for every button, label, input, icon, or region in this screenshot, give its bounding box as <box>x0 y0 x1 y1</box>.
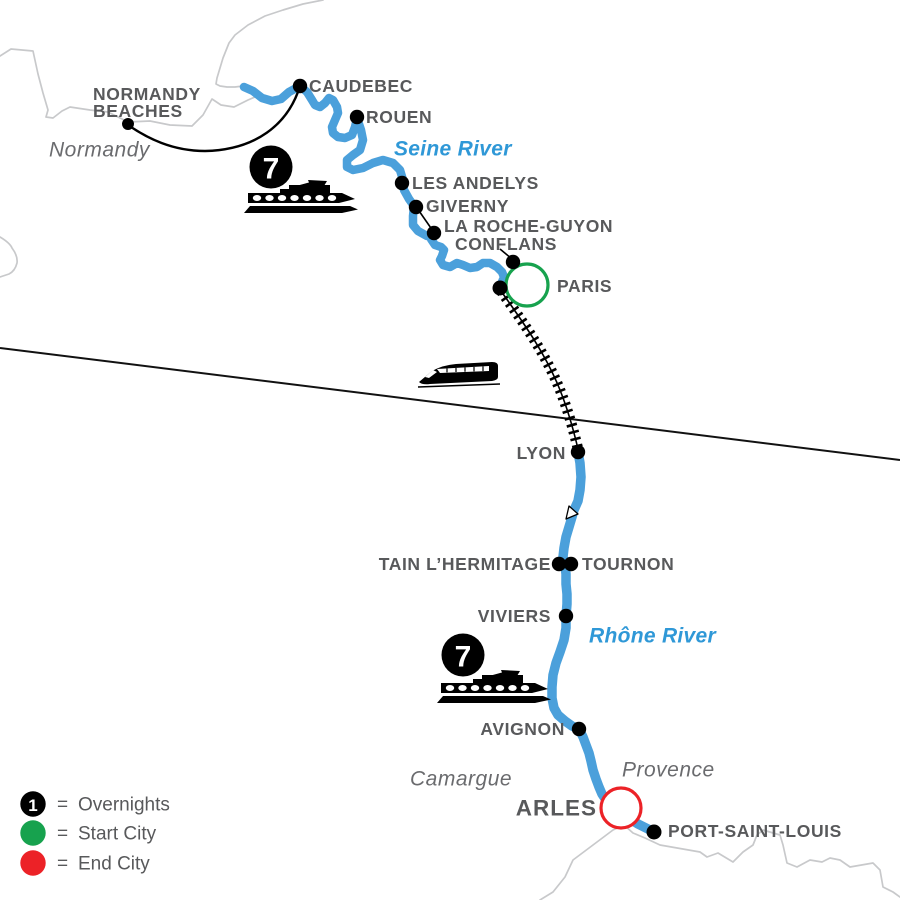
excursion-line-caudebec-beaches <box>127 85 302 153</box>
label-normandy-beaches-line2: BEACHES <box>93 101 183 121</box>
city-dots <box>122 78 662 840</box>
ship-icon-rhone: 7 <box>435 633 553 705</box>
dot-avignon <box>571 721 587 737</box>
coastline-mediterranean <box>539 824 900 900</box>
rhone-river-path <box>547 447 659 837</box>
label-caudebec: CAUDEBEC <box>309 76 413 96</box>
flow-arrow <box>565 505 579 520</box>
dot-rouen <box>349 109 365 125</box>
legend-start-city-dot <box>20 820 46 846</box>
seine-river-path <box>239 81 509 292</box>
dot-paris <box>492 280 508 296</box>
coastline-west-blob <box>0 236 18 278</box>
label-region-normandy: Normandy <box>49 139 151 162</box>
city-labels: CAUDEBEC ROUEN LES ANDELYS GIVERNY LA RO… <box>93 76 842 841</box>
label-region-provence: Provence <box>622 759 715 782</box>
label-seine-river: Seine River <box>394 138 513 161</box>
dot-giverny <box>408 199 424 215</box>
legend-overnights-label: Overnights <box>78 795 170 816</box>
nights-badge-rhone <box>441 633 485 677</box>
coastline-north <box>215 0 324 88</box>
legend-start-eq: = <box>57 824 68 845</box>
legend-overnights-badge <box>20 791 46 817</box>
dot-lyon <box>570 444 586 460</box>
label-rhone-river: Rhône River <box>589 625 718 648</box>
coastline-normandy-south <box>0 48 256 127</box>
legend-overnights-badge-number: 1 <box>28 796 37 815</box>
legend-overnights-eq: = <box>57 795 68 816</box>
train-icon <box>417 362 501 388</box>
legend-end-city-dot <box>20 850 46 876</box>
label-paris: PARIS <box>557 276 612 296</box>
dot-caudebec <box>292 78 308 94</box>
legend-end-eq: = <box>57 854 68 875</box>
legend-start-label: Start City <box>78 824 157 845</box>
label-avignon: AVIGNON <box>480 719 565 739</box>
dot-les-andelys <box>394 175 410 191</box>
dot-port-saint-louis <box>646 824 662 840</box>
label-rouen: ROUEN <box>366 107 432 127</box>
nights-badge-seine <box>249 145 293 189</box>
label-tain-lhermitage: TAIN L’HERMITAGE <box>379 554 551 574</box>
dot-tain <box>551 556 567 572</box>
label-conflans: CONFLANS <box>455 234 557 254</box>
region-labels: Normandy Camargue Provence Seine River R… <box>49 138 718 791</box>
label-les-andelys: LES ANDELYS <box>412 173 539 193</box>
label-normandy-beaches-line1: NORMANDY <box>93 84 201 104</box>
start-city-circle-paris <box>504 262 550 308</box>
dot-viviers <box>558 608 574 624</box>
label-arles: ARLES <box>516 796 597 821</box>
label-port-saint-louis: PORT-SAINT-LOUIS <box>668 821 842 841</box>
legend: 1 = Overnights = Start City = End City <box>20 791 170 876</box>
end-city-circle-arles <box>599 786 643 830</box>
label-region-camargue: Camargue <box>410 768 512 791</box>
nights-badge-seine-number: 7 <box>263 153 280 186</box>
label-lyon: LYON <box>517 443 566 463</box>
nights-badge-rhone-number: 7 <box>455 641 472 674</box>
dot-tournon <box>563 556 579 572</box>
ship-icon-seine: 7 <box>242 145 360 215</box>
label-tournon: TOURNON <box>582 554 674 574</box>
label-giverny: GIVERNY <box>426 196 509 216</box>
dot-la-roche-guyon <box>426 225 442 241</box>
label-viviers: VIVIERS <box>478 606 551 626</box>
legend-end-label: End City <box>78 854 150 875</box>
map-border-line <box>0 347 900 461</box>
railway-paris-lyon <box>496 287 584 451</box>
dot-normandy-beaches <box>122 118 134 130</box>
dot-conflans <box>505 254 521 270</box>
label-la-roche-guyon: LA ROCHE-GUYON <box>444 216 613 236</box>
